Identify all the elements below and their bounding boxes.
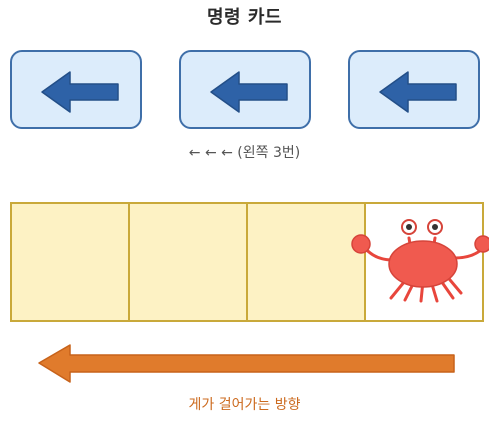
left-arrow-icon [379,71,457,113]
command-card-1[interactable] [10,50,142,129]
command-caption: ← ← ← (왼쪽 3번) [188,145,301,161]
left-arrow-icon [210,71,288,113]
title: 명령 카드 [206,7,282,28]
grid-cell-2 [130,204,248,320]
grid-cell-3 [248,204,366,320]
crab-icon [351,219,489,303]
direction-label: 게가 걸어가는 방향 [188,397,301,413]
direction-arrow [38,344,455,383]
command-card-3[interactable] [348,50,480,129]
command-card-2[interactable] [179,50,311,129]
left-arrow-icon [41,71,119,113]
grid-cell-1 [12,204,130,320]
